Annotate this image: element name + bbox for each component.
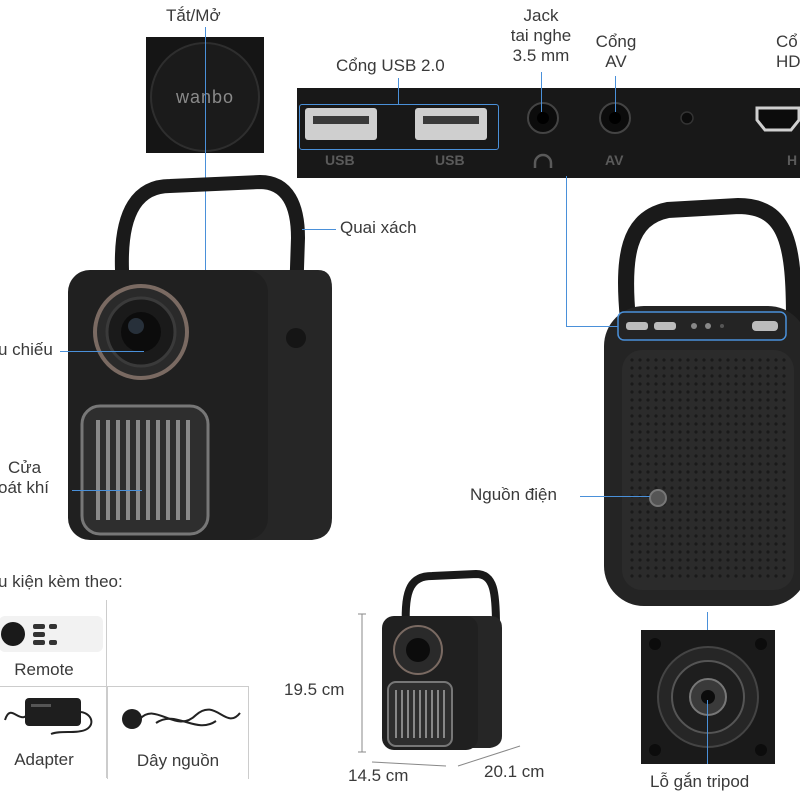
adapter-box: Adapter	[0, 686, 107, 778]
dimension-lines	[358, 613, 521, 767]
av-port-label: AV	[605, 152, 624, 168]
usb-label-2: USB	[435, 152, 465, 168]
power-label: Tắt/Mở	[166, 6, 221, 25]
usb-label-1: USB	[325, 152, 355, 168]
rear-port-leader-v	[566, 176, 567, 326]
hdmi-port	[755, 106, 800, 132]
av-label-line1: Cổng	[595, 32, 637, 51]
hdmi-port-label: H	[787, 152, 798, 168]
tripod-leader-top	[707, 612, 708, 632]
dimension-projector	[382, 569, 502, 750]
port-panel: USB USB AV H	[297, 88, 800, 178]
usb-label: Cổng USB 2.0	[336, 56, 445, 75]
headphone-icon	[533, 153, 553, 168]
tripod-mount	[649, 638, 767, 756]
rear-port-leader-h	[566, 326, 618, 327]
usb-highlight	[299, 104, 499, 150]
reset-hole	[680, 111, 694, 125]
remote-label: Remote	[14, 660, 74, 679]
hdmi-label-line2: HD	[776, 52, 800, 71]
jack-label-line3: 3.5 mm	[512, 46, 570, 65]
av-label: Cổng AV	[584, 32, 648, 72]
jack-label: Jack tai nghe 3.5 mm	[494, 6, 588, 66]
av-label-line2: AV	[605, 52, 627, 71]
usb-port-2	[415, 108, 487, 140]
vent-label-line2: oát khí	[0, 478, 50, 497]
jack-leader	[541, 72, 542, 112]
lens-leader	[60, 351, 144, 352]
usb-port-1	[305, 108, 377, 140]
lens-label: u chiếu	[0, 340, 53, 359]
tripod-closeup	[641, 630, 775, 764]
front-projector	[68, 174, 332, 540]
cable-label: Dây nguồn	[136, 751, 220, 770]
width-label: 14.5 cm	[348, 766, 409, 785]
usb-leader	[398, 78, 399, 105]
accessories-label: u kiện kèm theo:	[0, 572, 123, 591]
adapter-label: Adapter	[14, 750, 74, 769]
remote-icon	[0, 616, 103, 652]
height-label: 19.5 cm	[284, 680, 345, 699]
wanbo-logo: wanbo	[175, 87, 235, 107]
power-cable-icon	[122, 708, 241, 729]
tripod-label: Lỗ gắn tripod	[650, 772, 750, 791]
depth-label: 20.1 cm	[484, 762, 545, 781]
hdmi-label-line1: Cổ	[776, 32, 798, 51]
power-leader	[205, 27, 206, 270]
remote-box: Remote	[0, 600, 107, 687]
vent-label: Cửa oát khí	[0, 458, 49, 498]
power-port-label: Nguồn điện	[470, 485, 557, 504]
av-leader	[615, 76, 616, 112]
jack-label-line2: tai nghe	[510, 26, 572, 45]
headphone-jack	[527, 102, 559, 134]
handle-leader	[302, 229, 336, 230]
jack-label-line1: Jack	[523, 6, 559, 25]
adapter-icon	[4, 698, 93, 735]
vent-label-line1: Cửa	[8, 458, 42, 477]
cable-box: Dây nguồn	[107, 686, 249, 779]
handle-label: Quai xách	[340, 218, 417, 237]
tripod-leader-bottom	[707, 700, 708, 764]
power-port-leader	[580, 496, 650, 497]
rear-projector	[604, 197, 800, 606]
hdmi-label: Cổ HD	[776, 32, 800, 72]
vent-leader	[72, 490, 142, 491]
